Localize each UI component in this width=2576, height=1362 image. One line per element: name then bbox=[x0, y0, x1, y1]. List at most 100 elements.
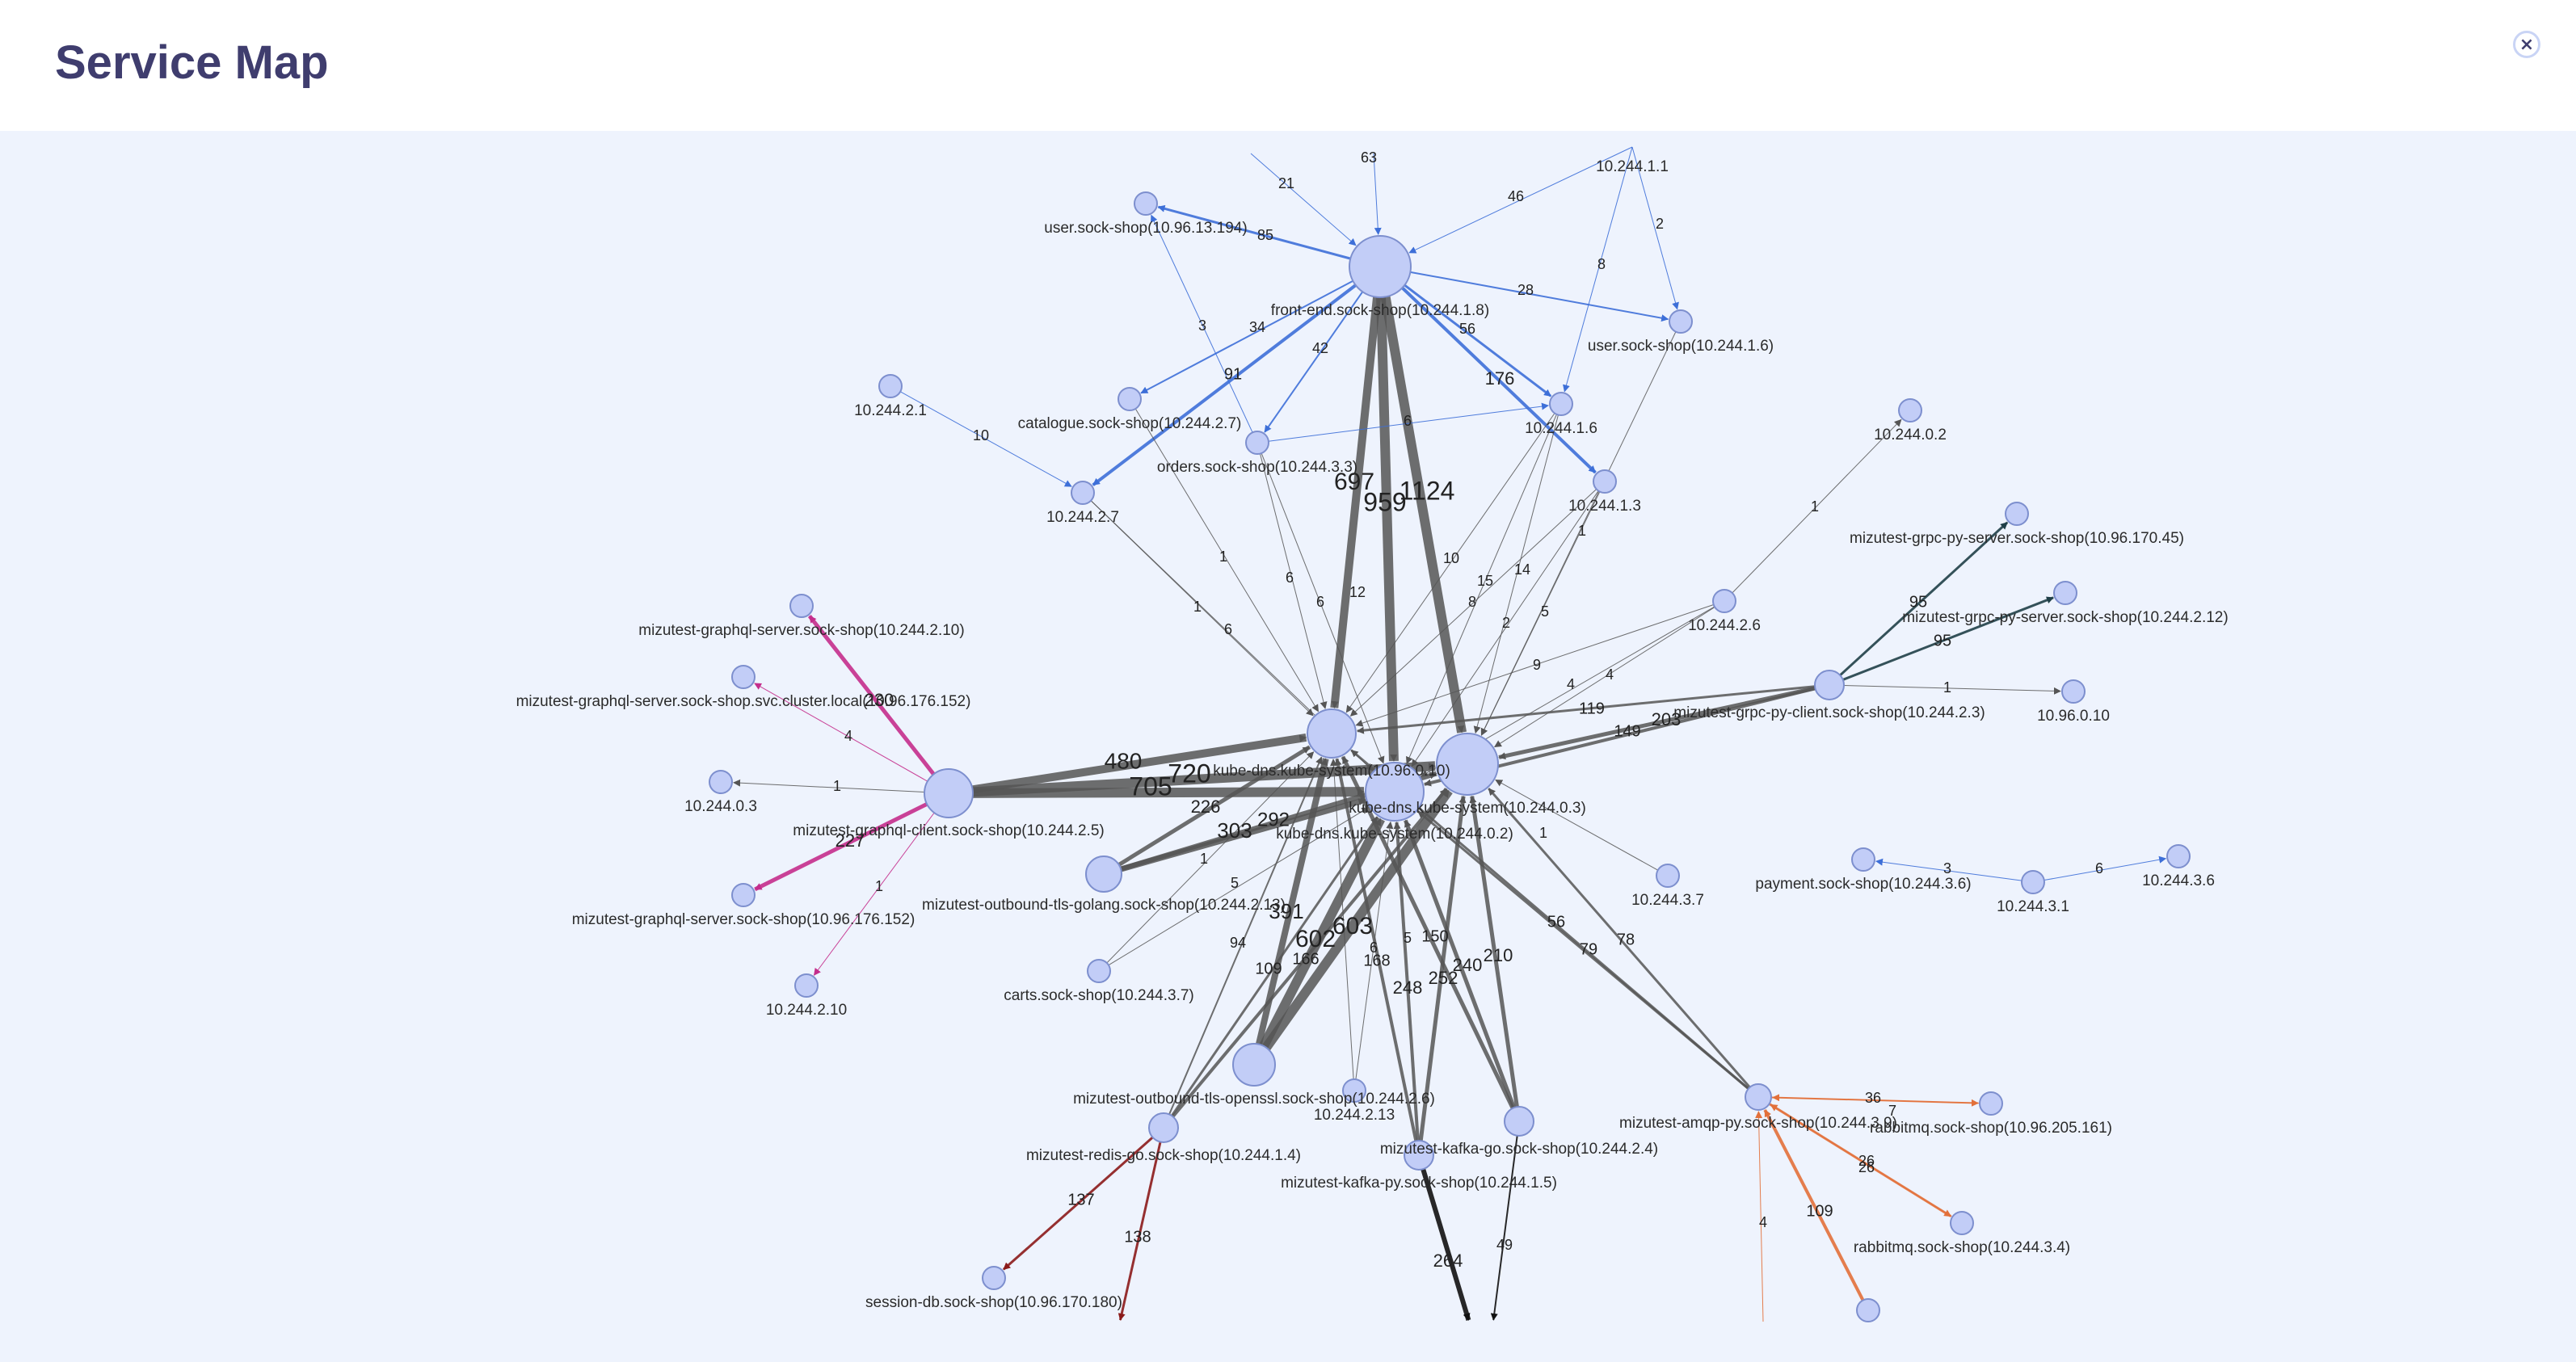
service-node-kube-dns-244-2[interactable] bbox=[1365, 762, 1425, 822]
edge-bottom-right-to-amqp-py[interactable] bbox=[1763, 1109, 1865, 1301]
edge-redis-go-to-b-138[interactable] bbox=[1118, 1141, 1162, 1321]
edge-front-end-to-10.244.2.7[interactable] bbox=[1092, 284, 1357, 486]
edge-graphql-client-to-kube-dns-96[interactable] bbox=[971, 733, 1307, 794]
service-node-user-244[interactable] bbox=[1669, 309, 1693, 334]
service-node-10.244.0.2b[interactable] bbox=[1898, 398, 1922, 422]
edge-b-4-to-amqp-py[interactable] bbox=[1755, 1111, 1764, 1322]
close-button[interactable]: × bbox=[2513, 31, 2540, 58]
edge-graphql-client-to-10.244.0.3[interactable] bbox=[733, 779, 925, 793]
edge-amqp-py-to-kube-dns-244-2[interactable] bbox=[1417, 810, 1749, 1090]
edge-kafka-go-to-kube-dns-96[interactable] bbox=[1341, 755, 1515, 1109]
edge-10.244.2.6-to-kube-dns-244-3[interactable] bbox=[1494, 607, 1715, 748]
service-node-grpc-py-server-244[interactable] bbox=[2053, 581, 2077, 605]
service-node-10.244.2.6[interactable] bbox=[1712, 589, 1736, 613]
edge-10.244.1.6-to-kube-dns-96[interactable] bbox=[1345, 413, 1555, 713]
service-node-10.244.0.3[interactable] bbox=[709, 770, 733, 794]
service-node-10.244.2.13[interactable] bbox=[1342, 1078, 1366, 1103]
service-node-outbound-tls-openssl[interactable] bbox=[1232, 1043, 1276, 1087]
edge-10.244.3.1-to-payment[interactable] bbox=[1875, 858, 2022, 881]
edge-redis-go-to-kube-dns-244-2[interactable] bbox=[1170, 816, 1378, 1117]
edge-10.244.2.6-to-kube-dns-96[interactable] bbox=[1355, 604, 1714, 727]
edge-outbound-tls-golang-to-kube-dns-96[interactable] bbox=[1118, 745, 1311, 867]
edge-graphql-client-to-graphql-server-svc[interactable] bbox=[754, 683, 928, 782]
edge-grpc-py-client-to-kube-dns-96[interactable] bbox=[1356, 685, 1816, 734]
edge-grpc-py-client-to-grpc-py-server-96[interactable] bbox=[1839, 521, 2009, 676]
edge-outbound-tls-golang-to-kube-dns-244-2[interactable] bbox=[1120, 797, 1366, 872]
service-node-grpc-py-server-96[interactable] bbox=[2005, 502, 2029, 526]
service-node-10.244.2.10[interactable] bbox=[794, 973, 819, 998]
edge-catalogue-to-kube-dns-96[interactable] bbox=[1134, 408, 1319, 713]
edge-orders-to-10.244.1.6[interactable] bbox=[1268, 402, 1550, 442]
edge-t-63-to-front-end[interactable] bbox=[1373, 153, 1382, 235]
edge-kafka-go-to-b-49[interactable] bbox=[1490, 1135, 1518, 1321]
edge-front-end-to-kube-dns-96[interactable] bbox=[1330, 296, 1382, 709]
edge-front-end-to-kube-dns-244-2[interactable] bbox=[1376, 296, 1399, 762]
edge-front-end-to-catalogue[interactable] bbox=[1140, 280, 1353, 394]
edge-front-end-to-10.244.1.3[interactable] bbox=[1401, 286, 1597, 474]
service-node-front-end[interactable] bbox=[1349, 235, 1412, 298]
edge-kafka-py-to-b-264[interactable] bbox=[1421, 1168, 1471, 1321]
edge-front-end-to-orders[interactable] bbox=[1264, 291, 1364, 433]
edge-orders-to-user-96[interactable] bbox=[1151, 214, 1253, 433]
edge-carts-to-kube-dns-244-2[interactable] bbox=[1108, 807, 1370, 966]
edge-10.244.1.3-to-kube-dns-244-2[interactable] bbox=[1411, 490, 1599, 767]
edge-10.244.1.3-to-kube-dns-96[interactable] bbox=[1349, 489, 1597, 717]
service-node-session-db[interactable] bbox=[982, 1266, 1006, 1290]
edge-grpc-py-client-to-grpc-py-server-244[interactable] bbox=[1842, 596, 2054, 681]
service-node-bottom-right[interactable] bbox=[1856, 1298, 1880, 1322]
service-node-10.244.1.6[interactable] bbox=[1549, 392, 1573, 416]
service-node-10.244.3.7[interactable] bbox=[1656, 864, 1680, 888]
edge-10.244.2.1-to-10.244.2.7[interactable] bbox=[900, 391, 1072, 487]
edge-10.244.3.1-to-10.244.3.6[interactable] bbox=[2044, 855, 2167, 881]
service-node-kube-dns-244-3[interactable] bbox=[1436, 733, 1499, 796]
edge-graphql-client-to-kube-dns-244-2[interactable] bbox=[972, 787, 1365, 798]
service-node-10.244.1.3[interactable] bbox=[1593, 469, 1617, 494]
service-node-user-96[interactable] bbox=[1134, 191, 1158, 216]
edge-grpc-py-client-to-kube-dns-244-3[interactable] bbox=[1498, 686, 1816, 760]
edge-carts-to-kube-dns-96[interactable] bbox=[1106, 751, 1315, 964]
edge-redis-go-to-kube-dns-244-3[interactable] bbox=[1172, 788, 1448, 1118]
service-map-graph[interactable]: 6979591124852834425617691126321462810361… bbox=[0, 131, 2576, 1362]
edge-front-end-to-user-244[interactable] bbox=[1410, 271, 1669, 322]
edge-10.244.3.7-to-kube-dns-244-3[interactable] bbox=[1495, 780, 1659, 871]
service-node-grpc-py-client[interactable] bbox=[1814, 670, 1845, 700]
edge-outbound-tls-openssl-to-kube-dns-244-3[interactable] bbox=[1262, 788, 1453, 1051]
edge-10.244.2.6-to-10.244.0.2b[interactable] bbox=[1732, 418, 1902, 594]
service-node-carts[interactable] bbox=[1087, 959, 1111, 983]
edge-10.244.2.13-to-kube-dns-244-2[interactable] bbox=[1355, 821, 1394, 1080]
service-node-outbound-tls-golang[interactable] bbox=[1085, 855, 1122, 893]
edge-graphql-client-to-graphql-server-96[interactable] bbox=[754, 802, 928, 892]
edge-kafka-go-to-kube-dns-244-2[interactable] bbox=[1404, 819, 1516, 1109]
edge-amqp-py-to-kube-dns-244-3[interactable] bbox=[1488, 788, 1751, 1088]
edge-redis-go-to-session-db[interactable] bbox=[1002, 1136, 1154, 1271]
edge-front-end-to-10.244.1.6[interactable] bbox=[1404, 284, 1552, 397]
edge-front-end-to-user-96[interactable] bbox=[1157, 204, 1351, 260]
service-node-amqp-py[interactable] bbox=[1745, 1083, 1772, 1111]
edge-user-244-to-kube-dns-244-3[interactable] bbox=[1480, 331, 1677, 736]
service-node-graphql-client[interactable] bbox=[924, 768, 974, 818]
edge-kafka-py-to-kube-dns-96[interactable] bbox=[1334, 758, 1418, 1141]
service-node-catalogue[interactable] bbox=[1118, 387, 1142, 411]
edge-10.244.1.1-to-front-end[interactable] bbox=[1408, 146, 1633, 254]
service-node-10.244.2.1[interactable] bbox=[878, 374, 903, 398]
edge-10.244.2.13-to-kube-dns-96[interactable] bbox=[1330, 759, 1354, 1080]
service-node-rabbitmq-244[interactable] bbox=[1950, 1211, 1974, 1235]
service-node-kafka-go[interactable] bbox=[1504, 1106, 1534, 1137]
edge-t-21-to-front-end[interactable] bbox=[1250, 153, 1357, 246]
edge-graphql-client-to-10.244.2.10[interactable] bbox=[813, 812, 935, 976]
service-node-10.244.3.6[interactable] bbox=[2166, 844, 2191, 868]
service-node-orders[interactable] bbox=[1245, 431, 1269, 455]
edge-orders-to-kube-dns-96[interactable] bbox=[1259, 453, 1328, 709]
edge-front-end-to-kube-dns-244-3[interactable] bbox=[1380, 296, 1467, 734]
edge-redis-go-to-kube-dns-96[interactable] bbox=[1168, 756, 1323, 1115]
edge-10.244.1.1-to-user-244[interactable] bbox=[1631, 146, 1679, 310]
edge-grpc-py-client-to-10.96.0.10[interactable] bbox=[1843, 684, 2061, 695]
edge-kafka-go-to-kube-dns-244-3[interactable] bbox=[1469, 795, 1519, 1108]
edge-outbound-tls-openssl-to-kube-dns-96[interactable] bbox=[1256, 758, 1329, 1045]
service-node-redis-go[interactable] bbox=[1148, 1112, 1179, 1143]
service-node-kube-dns-96[interactable] bbox=[1307, 708, 1357, 759]
edge-kafka-py-to-kube-dns-244-3[interactable] bbox=[1418, 795, 1467, 1141]
service-node-graphql-server-svc[interactable] bbox=[731, 665, 756, 689]
edge-rabbitmq-244-to-amqp-py[interactable] bbox=[1770, 1104, 1953, 1218]
